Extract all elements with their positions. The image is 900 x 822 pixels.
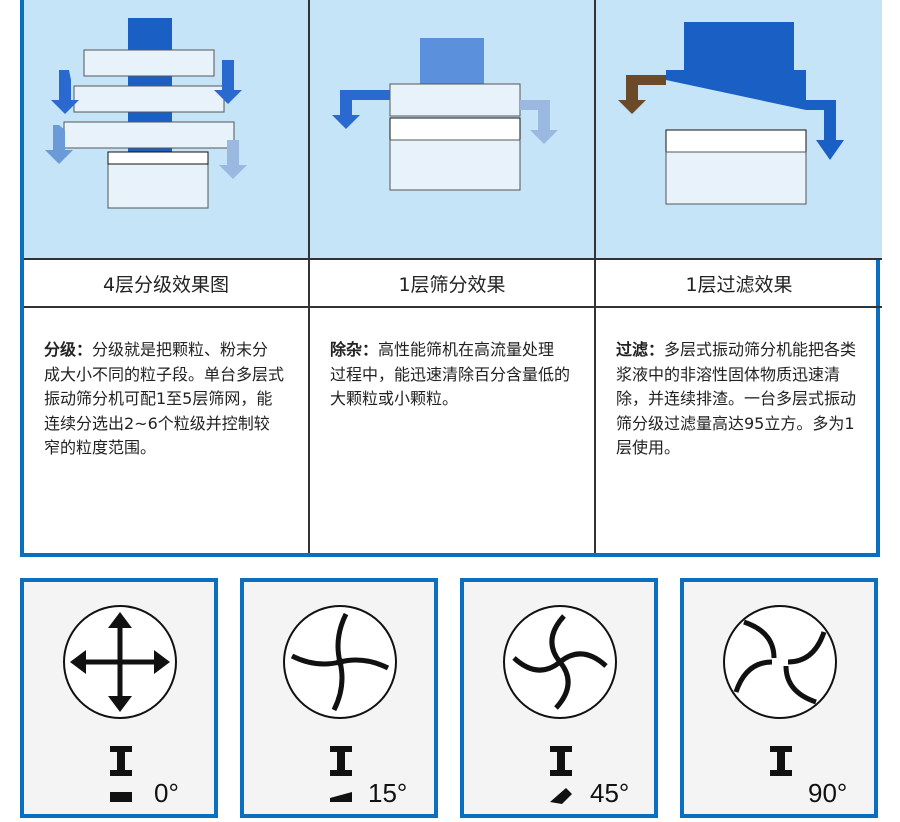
screening-diagram (310, 0, 594, 260)
angle-card-90: 90° (680, 578, 878, 818)
column-impurity: 1层筛分效果 除杂：高性能筛机在高流量处理过程中，能迅速清除百分含量低的大颗粒或… (310, 0, 596, 553)
angle-card-15: 15° (240, 578, 438, 818)
column-grading: 4层分级效果图 分级：分级就是把颗粒、粉末分成大小不同的粒子段。单台多层式振动筛… (24, 0, 310, 553)
swirl-arrows-icon (503, 605, 617, 804)
comparison-table: 4层分级效果图 分级：分级就是把颗粒、粉末分成大小不同的粒子段。单台多层式振动筛… (20, 0, 882, 557)
filtering-diagram (596, 0, 882, 260)
column-filtering: 1层过滤效果 过滤：多层式振动筛分机能把各类浆液中的非溶性固体物质迅速清除，并连… (596, 0, 882, 553)
angle-label: 0° (154, 778, 179, 808)
column-description: 除杂：高性能筛机在高流量处理过程中，能迅速清除百分含量低的大颗粒或小颗粒。 (330, 340, 571, 408)
inward-swirl-arrows-icon (723, 605, 837, 776)
straight-arrows-icon (63, 605, 177, 802)
angle-label: 90° (808, 778, 848, 808)
angle-card-45: 45° (460, 578, 658, 818)
column-title: 1层筛分效果 (310, 260, 594, 308)
column-title: 1层过滤效果 (596, 260, 882, 308)
grading-diagram (24, 0, 308, 260)
angle-label: 15° (368, 778, 408, 808)
angle-label: 45° (590, 778, 630, 808)
column-description: 过滤：多层式振动筛分机能把各类浆液中的非溶性固体物质迅速清除，并连续排渣。一台多… (616, 340, 857, 457)
angle-card-0: 0° (20, 578, 218, 818)
slight-swirl-arrows-icon (283, 605, 397, 802)
column-title: 4层分级效果图 (24, 260, 308, 308)
column-description: 分级：分级就是把颗粒、粉末分成大小不同的粒子段。单台多层式振动筛分机可配1至5层… (44, 340, 285, 457)
